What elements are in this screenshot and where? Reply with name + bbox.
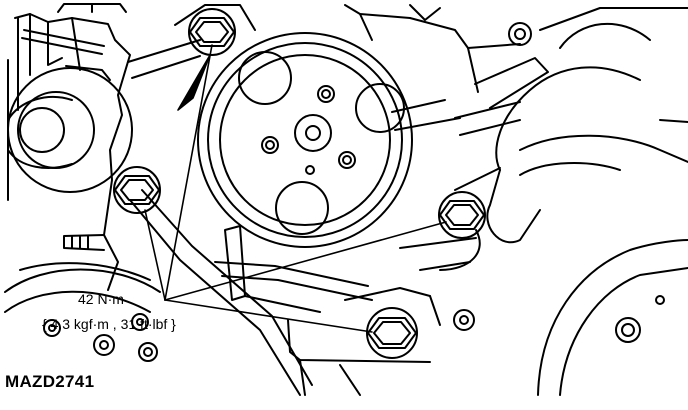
torque-spec-alt-label: { 4.3 kgf·m , 31 ft·lbf } (42, 316, 176, 332)
torque-spec-label: 42 N·m (78, 291, 124, 307)
washer-bolt (131, 313, 149, 331)
pulley-lightening-hole (238, 51, 292, 105)
pulley-lightening-hole (355, 83, 405, 133)
belt-tensioner (399, 162, 621, 271)
engine-block-right (174, 4, 688, 171)
water-pump-pulley (197, 32, 413, 248)
pulley-hub (294, 114, 332, 152)
washer-bolt (138, 342, 158, 362)
washer-bolt (453, 309, 475, 331)
pulley-hub-center (305, 125, 321, 141)
left-pulley (7, 59, 133, 201)
lower-left-pulley (4, 262, 161, 313)
left-bracket-housing (14, 3, 131, 291)
drive-belt (127, 39, 373, 396)
pulley-lightening-hole (275, 181, 329, 235)
washer-bolt (508, 22, 532, 46)
small-bolts (43, 22, 532, 362)
callout-leader-lines (144, 44, 447, 333)
washer-bolt (43, 319, 61, 337)
lower-center-bracket (224, 225, 441, 396)
hex-bolt-right (438, 191, 486, 239)
figure-id-label: MAZD2741 (5, 372, 95, 391)
crankshaft-pulley-right (537, 239, 688, 396)
hex-bolt-top (188, 8, 236, 56)
hex-bolt-bottom (366, 307, 418, 359)
washer-bolt (93, 334, 115, 356)
hex-bolt-left (113, 166, 161, 214)
